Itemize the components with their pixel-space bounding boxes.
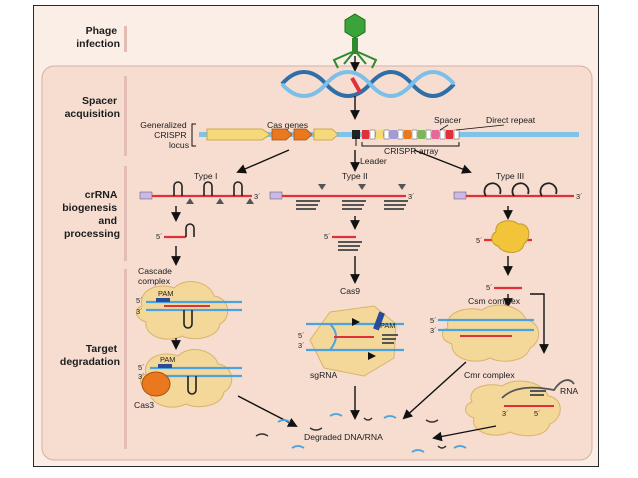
sgrna-label: sgRNA: [310, 370, 337, 380]
svg-text:3´: 3´: [430, 326, 437, 335]
type3-processing-complex: [484, 220, 532, 253]
svg-text:5´: 5´: [156, 232, 163, 241]
svg-text:5´: 5´: [476, 236, 483, 245]
type2-label: Type II: [342, 171, 368, 181]
stage-spacer-acquisition: Spacer acquisition: [65, 95, 120, 120]
cascade-complex-label: Cascade complex: [138, 266, 174, 286]
type1-label: Type I: [194, 171, 217, 181]
spacer-label: Spacer: [434, 115, 461, 125]
svg-text:3´: 3´: [502, 409, 509, 418]
svg-text:PAM: PAM: [380, 321, 395, 330]
arrow-cmr-degradation: [432, 425, 497, 442]
arrow-csm-degradation: [402, 361, 467, 420]
cas3-label: Cas3: [134, 400, 154, 410]
type1-three-prime: 3´: [254, 192, 261, 201]
svg-text:5´: 5´: [534, 409, 541, 418]
crispr-array: [352, 129, 460, 140]
svg-text:3´: 3´: [138, 372, 145, 381]
csm-complex: [438, 304, 539, 362]
svg-text:5´: 5´: [138, 363, 145, 372]
stage-target-degradation: Target degradation: [60, 343, 120, 368]
type3-label: Type III: [496, 171, 524, 181]
cascade-cas3-complex: [140, 349, 242, 408]
cmr-complex-label: Cmr complex: [464, 370, 515, 380]
locus-generalized-label: Generalized CRISPR locus: [140, 120, 189, 150]
arrow-to-type1: [236, 149, 290, 174]
svg-text:5´: 5´: [486, 283, 493, 292]
cas-genes-label: Cas genes: [267, 120, 308, 130]
svg-text:3´: 3´: [298, 341, 305, 350]
arrow-to-cmr: [530, 293, 549, 354]
degraded-label: Degraded DNA/RNA: [304, 432, 383, 442]
type1-pre-crrna: [139, 181, 254, 204]
stage-crrna-biogenesis: crRNA biogenesis and processing: [62, 189, 120, 240]
type3-three-prime: 3´: [576, 192, 583, 201]
svg-text:5´: 5´: [430, 316, 437, 325]
crispr-diagram: Phage infection Spacer acquisition crRNA…: [33, 5, 599, 467]
cas9-label: Cas9: [340, 286, 360, 296]
cascade-pam: PAM: [158, 289, 173, 298]
phage-dna-helix: [280, 70, 456, 98]
type2-mature-crrna: [332, 235, 362, 251]
svg-text:5´: 5´: [324, 232, 331, 241]
svg-text:3´: 3´: [136, 307, 143, 316]
direct-repeat-label: Direct repeat: [486, 115, 536, 125]
divider-phage: [124, 26, 127, 52]
rna-label: RNA: [560, 386, 578, 396]
diagram-canvas: Phage infection Spacer acquisition crRNA…: [41, 13, 593, 461]
svg-text:PAM: PAM: [160, 355, 175, 364]
degraded-fragments: [255, 413, 467, 453]
svg-text:5´: 5´: [298, 331, 305, 340]
type3-pre-crrna: [453, 182, 574, 200]
arrow-to-type3: [413, 149, 472, 174]
stage-phage-infection: Phage infection: [76, 25, 120, 50]
type1-mature-crrna: [164, 223, 195, 239]
csm-complex-label: Csm complex: [468, 296, 521, 306]
svg-text:5´: 5´: [136, 296, 143, 305]
crispr-array-label: CRISPR array: [384, 146, 439, 156]
cas9-complex: [306, 305, 404, 377]
leader-label: Leader: [360, 156, 387, 166]
cmr-complex: [465, 379, 575, 437]
phage-icon: [332, 13, 378, 69]
type2-three-prime: 3´: [408, 192, 415, 201]
cascade-complex: [136, 281, 242, 340]
type2-pre-crrna: [269, 184, 408, 210]
